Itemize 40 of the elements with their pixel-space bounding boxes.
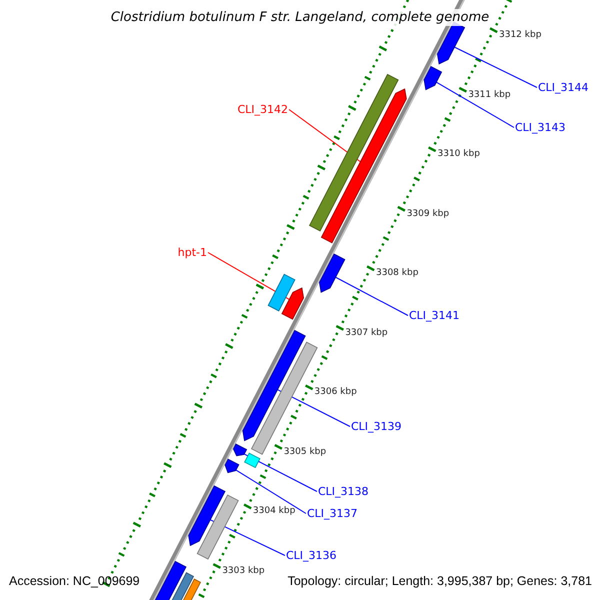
gene-feature bbox=[268, 274, 296, 312]
genome-info-text: Topology: circular; Length: 3,995,387 bp; Genes: 3,781 bbox=[288, 574, 592, 589]
gene-label: CLI_3143 bbox=[515, 121, 566, 134]
gene-feature bbox=[196, 494, 239, 560]
scale-label: 3312 kbp bbox=[499, 30, 542, 41]
leader-line bbox=[236, 470, 306, 514]
gene-label: CLI_3137 bbox=[307, 507, 358, 520]
scale-label: 3303 kbp bbox=[222, 566, 265, 577]
gene-feature bbox=[281, 287, 304, 320]
gene-label: CLI_3142 bbox=[237, 103, 288, 116]
gene-feature bbox=[244, 452, 260, 468]
accession-text: Accession: NC_009699 bbox=[9, 574, 140, 589]
leader-line bbox=[208, 252, 290, 300]
gene-feature bbox=[232, 444, 248, 456]
scale-label: 3311 kbp bbox=[468, 90, 511, 100]
scale-label: 3310 kbp bbox=[438, 149, 480, 160]
gene-feature bbox=[308, 74, 399, 232]
leader-line bbox=[335, 276, 408, 316]
leader-line bbox=[436, 82, 514, 128]
scale-label: 3308 kbp bbox=[376, 268, 418, 280]
gene-feature bbox=[242, 330, 306, 442]
gene-label: CLI_3138 bbox=[318, 485, 369, 498]
scale-label: 3304 kbp bbox=[252, 506, 296, 518]
scale-label: 3306 kbp bbox=[314, 387, 357, 398]
scale-label: 3305 kbp bbox=[284, 446, 326, 458]
gene-label: CLI_3139 bbox=[351, 420, 402, 433]
leader-line bbox=[244, 454, 318, 492]
gene-label: CLI_3144 bbox=[538, 81, 589, 94]
gene-feature bbox=[320, 88, 407, 244]
gene-feature bbox=[424, 66, 442, 90]
leader-line bbox=[288, 109, 361, 162]
gene-feature bbox=[188, 485, 226, 546]
gene-feature bbox=[224, 458, 240, 474]
gene-feature bbox=[318, 253, 346, 293]
gene-label: hpt-1 bbox=[178, 246, 207, 259]
gene-label: CLI_3136 bbox=[286, 549, 337, 562]
scale-label: 3309 kbp bbox=[406, 208, 450, 220]
gene-label: CLI_3141 bbox=[409, 309, 460, 322]
scale-label: 3307 kbp bbox=[345, 328, 388, 339]
leader-line bbox=[454, 46, 538, 88]
